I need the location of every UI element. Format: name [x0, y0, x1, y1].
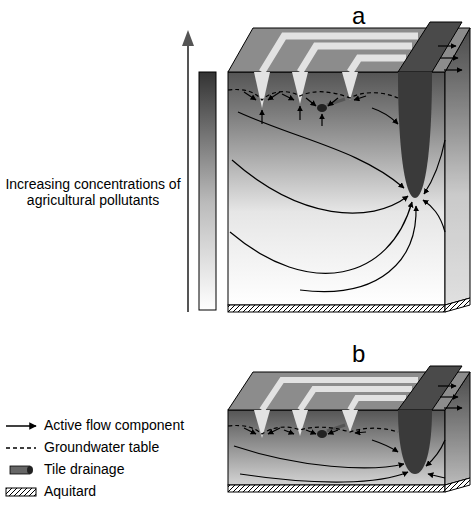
flow-arrow — [230, 202, 412, 273]
flow-arrow — [372, 440, 398, 452]
tile-drain — [317, 430, 327, 438]
side-shade — [445, 28, 470, 305]
tile-drain — [317, 104, 327, 112]
aquitard — [228, 485, 445, 492]
stream-arrow — [440, 57, 458, 58]
flow-arrows — [234, 386, 462, 482]
flow-arrow — [426, 440, 445, 466]
legend-label: Groundwater table — [44, 439, 224, 455]
aquitard — [228, 305, 445, 312]
flow-arrow — [299, 106, 300, 120]
aquitard-side — [445, 478, 470, 492]
stream-arrow — [444, 69, 462, 70]
flow-arrow — [268, 92, 280, 100]
ditch-cut — [342, 410, 358, 432]
block-b — [228, 366, 470, 492]
groundwater-table — [228, 425, 398, 434]
front-face — [228, 410, 445, 485]
ditch-strip — [350, 398, 406, 410]
flow-arrow — [321, 114, 322, 126]
side-face — [445, 28, 470, 305]
legend-label: Active flow component — [44, 417, 224, 433]
flow-arrow — [372, 108, 398, 124]
legend-arrow-sample — [6, 425, 36, 427]
flow-arrow — [268, 428, 280, 434]
flow-arrow — [234, 446, 404, 468]
stream-arrow — [440, 396, 458, 397]
flow-arrow — [282, 94, 294, 100]
legend-aquitard-sample — [6, 488, 36, 496]
flow-arrow — [240, 472, 408, 482]
stream-channel — [398, 22, 462, 72]
block-a — [228, 22, 470, 312]
stream-channel — [398, 366, 462, 410]
stream-arrow — [438, 45, 456, 46]
stream-arrow — [444, 407, 462, 408]
front-face — [228, 72, 445, 305]
stream-section — [398, 72, 432, 198]
flow-arrow — [306, 98, 316, 106]
ditch-cut — [292, 410, 308, 436]
ditch-strip — [262, 36, 418, 72]
flow-arrow — [244, 92, 256, 100]
legend-drain-end — [27, 466, 33, 474]
scale-arrow-head — [182, 30, 194, 46]
scale-arrow-shaft — [187, 44, 189, 312]
ditch-strip — [300, 389, 412, 410]
tile-drain-pipe — [327, 99, 345, 105]
flow-arrow — [306, 430, 316, 434]
ditch-cut — [292, 72, 308, 104]
aquitard-side — [445, 298, 470, 312]
flow-arrow — [284, 430, 294, 434]
flow-arrow — [300, 206, 416, 292]
flow-arrow — [244, 428, 256, 434]
panel-letter: a — [352, 2, 392, 30]
legend-label: Aquitard — [44, 483, 224, 499]
legend-samples — [6, 426, 36, 496]
ditch-cut — [254, 72, 270, 108]
legend-label: Tile drainage — [44, 461, 224, 477]
stream-arrow — [438, 385, 456, 386]
concentration-scale — [182, 30, 216, 312]
flow-arrow — [423, 200, 445, 232]
legend-dash-sample — [6, 447, 36, 449]
panel-letter: b — [352, 340, 392, 368]
flow-arrow — [232, 160, 408, 213]
flow-arrow — [428, 474, 445, 478]
flow-arrows — [230, 46, 462, 292]
flow-arrow — [354, 96, 366, 100]
flow-arrow — [355, 432, 366, 433]
flow-arrow — [238, 112, 404, 188]
scale-caption: Increasing concentrations of agricultura… — [2, 176, 184, 208]
flow-arrow — [424, 140, 445, 194]
ditch-strip — [262, 380, 418, 410]
concentration-bar — [199, 72, 216, 310]
flow-arrow — [328, 98, 338, 106]
flow-arrow — [328, 430, 338, 434]
groundwater-table — [228, 89, 398, 100]
ditch-strip — [350, 58, 406, 72]
ditch-strip — [300, 46, 412, 72]
